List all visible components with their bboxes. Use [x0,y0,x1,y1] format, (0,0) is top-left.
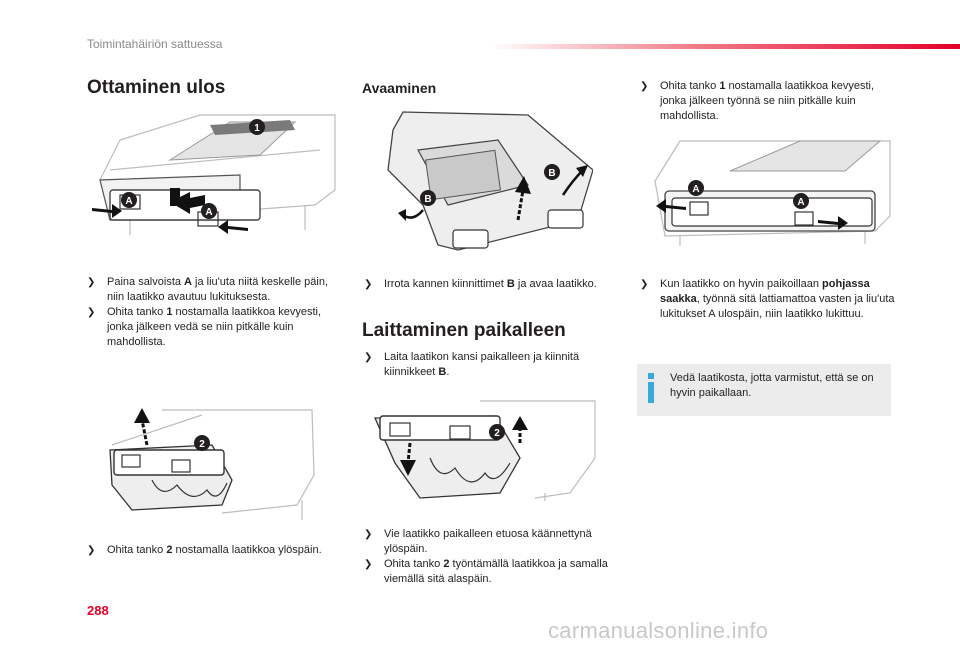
callout-2-install: 2 [494,428,500,439]
list-item: ❯Laita laatikon kansi paikalleen ja kiin… [364,351,580,378]
figure-take-out-2: 2 [109,408,315,520]
figure-install-1: A A [654,140,891,246]
callout-a-left-2: A [692,184,699,195]
list-item: ❯Ohita tanko 1 nostamalla laatikkoa kevy… [87,306,322,348]
bullet-marker-icon: ❯ [364,529,373,540]
col1-instructions-2: ❯Ohita tanko 2 nostamalla laatikkoa ylös… [87,543,342,558]
section-title-install: Laittaminen paikalleen [362,320,566,341]
bullet-marker-icon: ❯ [640,279,649,290]
bullet-marker-icon: ❯ [364,279,373,290]
col2-instructions-1: ❯Irrota kannen kiinnittimet B ja avaa la… [364,277,624,292]
header-accent-bar [490,44,960,49]
bullet-marker-icon: ❯ [87,277,96,288]
bullet-marker-icon: ❯ [364,352,373,363]
bullet-marker-icon: ❯ [364,559,373,570]
callout-a-right-2: A [797,197,804,208]
callout-b-right: B [548,168,555,179]
info-text: Vedä laatikosta, jotta varmistut, että s… [670,372,874,399]
watermark-text: carmanualsonline.info [548,618,769,643]
section-title-open: Avaaminen [362,80,437,96]
page-number: 288 [87,603,109,618]
callout-2: 2 [199,439,205,450]
col2-instructions-3: ❯Vie laatikko paikalleen etuosa käännett… [364,527,624,587]
bullet-marker-icon: ❯ [87,545,96,556]
col1-instructions-1: ❯Paina salvoista A ja liu'uta niitä kesk… [87,275,342,350]
col2-instructions-2: ❯Laita laatikon kansi paikalleen ja kiin… [364,350,624,380]
list-item: ❯Ohita tanko 1 nostamalla laatikkoa kevy… [640,80,875,122]
list-item: ❯Kun laatikko on hyvin paikoillaan pohja… [640,278,895,320]
list-item: ❯Ohita tanko 2 työntämällä laatikkoa ja … [364,558,608,585]
list-item: ❯Paina salvoista A ja liu'uta niitä kesk… [87,276,329,303]
callout-b-left: B [424,194,431,205]
figure-open-lid: B B [387,111,593,251]
figure-install-2: 2 [374,400,596,501]
bullet-marker-icon: ❯ [640,81,649,92]
figure-take-out-1: A A 1 [92,114,336,235]
info-box: Vedä laatikosta, jotta varmistut, että s… [637,364,891,416]
bullet-marker-icon: ❯ [87,307,96,318]
list-item: ❯Irrota kannen kiinnittimet B ja avaa la… [364,278,597,290]
col3-instructions-2: ❯Kun laatikko on hyvin paikoillaan pohja… [640,277,895,322]
callout-1: 1 [254,123,260,134]
col3-instructions-1: ❯Ohita tanko 1 nostamalla laatikkoa kevy… [640,79,895,124]
callout-a-left: A [125,196,132,207]
list-item: ❯Vie laatikko paikalleen etuosa käännett… [364,528,592,555]
info-icon [648,373,654,403]
header-title: Toimintahäiriön sattuessa [87,37,223,51]
list-item: ❯Ohita tanko 2 nostamalla laatikkoa ylös… [87,544,322,556]
section-title-out: Ottaminen ulos [87,77,226,98]
callout-a-right: A [205,207,212,218]
